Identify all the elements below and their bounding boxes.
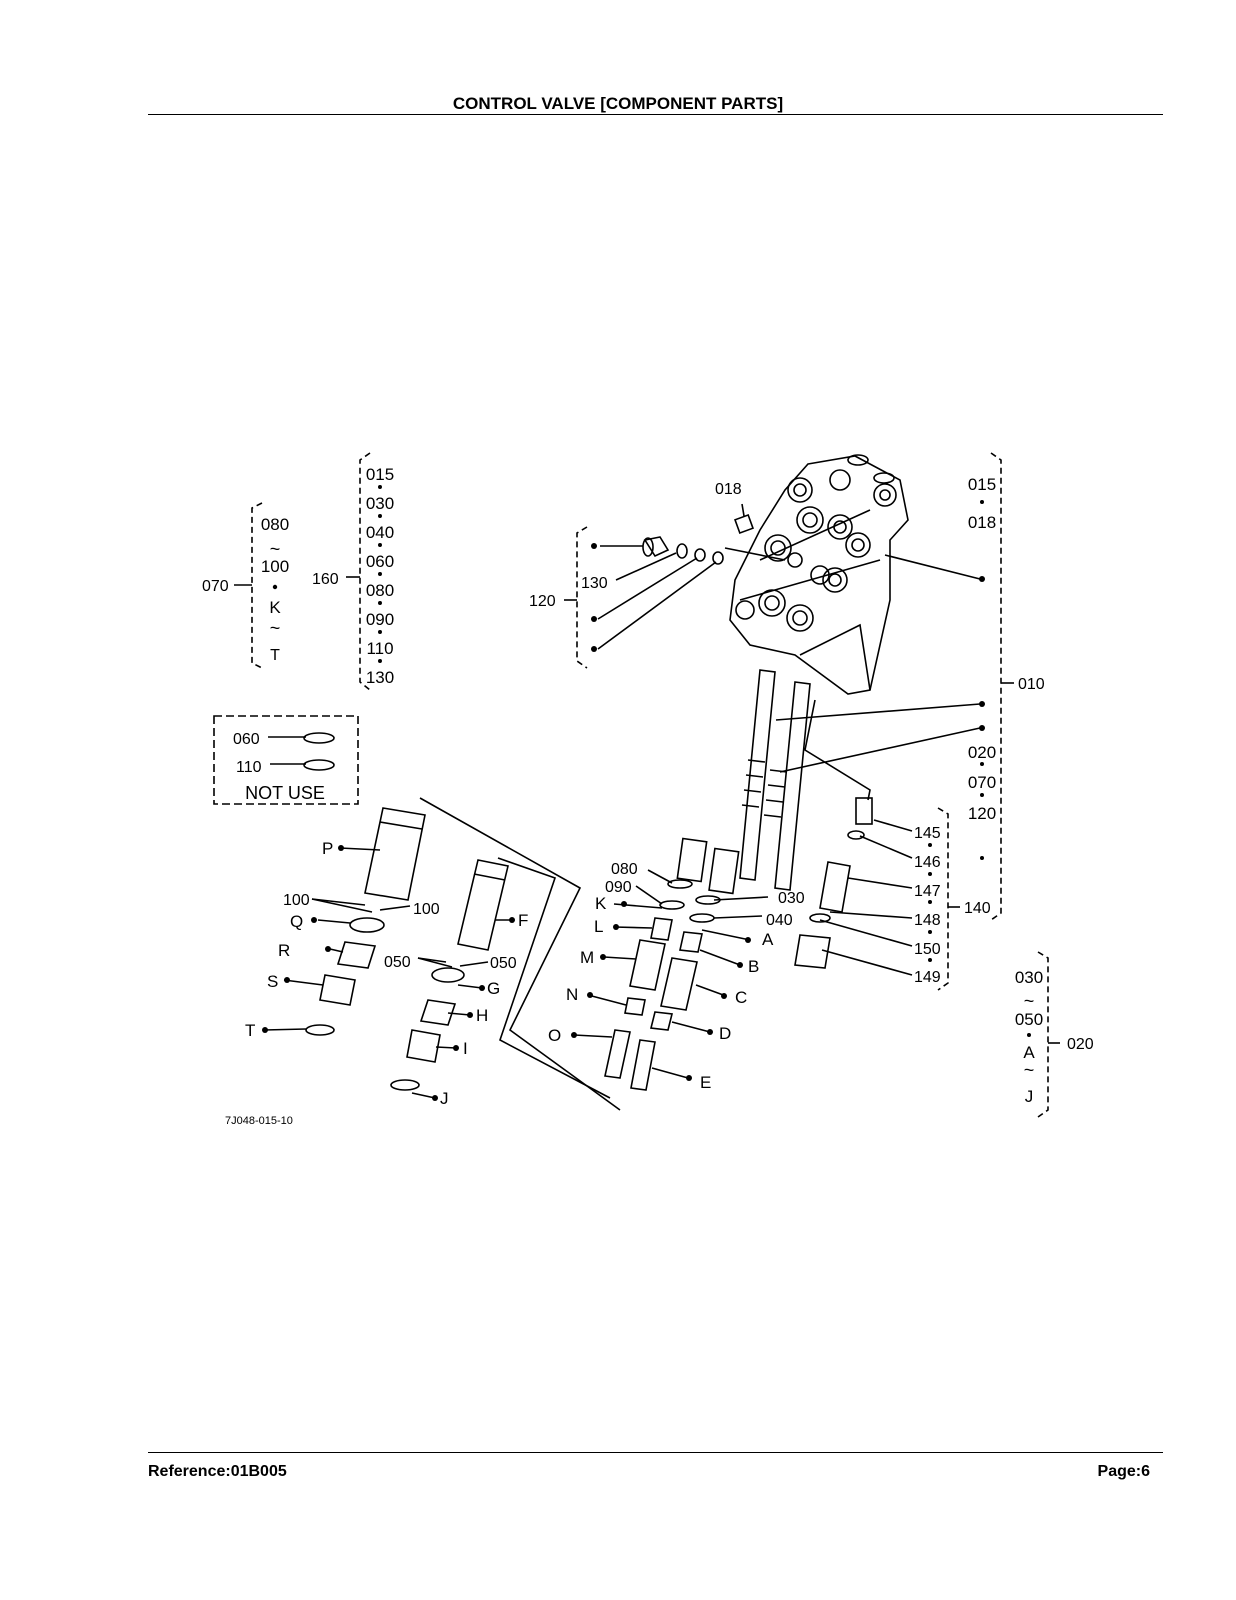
part-label: 030	[366, 494, 394, 513]
part-label: 147	[914, 883, 941, 900]
part-label: R	[278, 941, 290, 960]
footer-rule	[148, 1452, 1163, 1453]
group-label: 120	[529, 593, 556, 610]
not-use-box	[213, 715, 359, 805]
part-label: 110	[366, 639, 393, 658]
part-label: T	[270, 647, 280, 664]
part-label: Q	[290, 912, 303, 931]
part-label: G	[487, 979, 500, 998]
part-label: K	[595, 894, 607, 913]
part-label: 130	[366, 668, 394, 687]
relief-assembly-middle	[390, 857, 611, 1099]
part-label: S	[267, 972, 278, 991]
relief-valve-140	[794, 797, 913, 976]
part-label: 080	[261, 515, 289, 534]
part-label: A	[1023, 1043, 1035, 1062]
group-label: 010	[1018, 676, 1045, 693]
range-mark: ~	[270, 539, 281, 559]
part-label: C	[735, 988, 747, 1007]
o-ring-icon	[303, 759, 335, 771]
part-label: 110	[236, 759, 262, 776]
part-label: 015	[968, 475, 996, 494]
group-label: 140	[964, 900, 991, 917]
spool-right	[708, 681, 811, 895]
part-label: 100	[413, 901, 440, 918]
part-label: N	[566, 985, 578, 1004]
part-label: K	[269, 598, 281, 617]
part-label: 146	[914, 854, 941, 871]
spool-end-assembly-left	[573, 869, 693, 1079]
part-label: 148	[914, 912, 941, 929]
part-label: E	[700, 1073, 711, 1092]
not-use-note: NOT USE	[245, 783, 325, 803]
part-label: L	[594, 917, 603, 936]
drawing-number: 7J048-015-10	[225, 1115, 293, 1127]
part-label: 090	[605, 879, 632, 896]
part-label: 050	[490, 955, 517, 972]
part-label: T	[245, 1021, 255, 1040]
range-mark: ~	[1024, 1060, 1035, 1080]
part-label: D	[719, 1024, 731, 1043]
valve-body	[729, 454, 909, 695]
part-label: 100	[283, 892, 310, 909]
part-label: 080	[366, 581, 394, 600]
part-label: 120	[968, 804, 996, 823]
group-bracket-120	[564, 526, 588, 669]
part-label: 060	[366, 552, 394, 571]
part-label: 149	[914, 969, 941, 986]
group-bracket-020	[1037, 951, 1060, 1118]
part-label: M	[580, 948, 594, 967]
part-label: 080	[611, 861, 638, 878]
part-label: 018	[968, 513, 996, 532]
page-title: CONTROL VALVE [COMPONENT PARTS]	[452, 94, 784, 113]
part-label: 040	[366, 523, 394, 542]
part-label: J	[1025, 1087, 1034, 1106]
reference-dots	[262, 485, 1031, 1101]
part-label: 090	[366, 610, 394, 629]
group-bracket-140	[937, 807, 960, 991]
part-label: P	[322, 839, 333, 858]
spool-left	[676, 669, 776, 883]
part-label: O	[548, 1026, 561, 1045]
part-label: 060	[233, 731, 260, 748]
page-number: Page:6	[1097, 1463, 1150, 1480]
part-label: 020	[968, 743, 996, 762]
part-label: B	[748, 957, 759, 976]
part-label: 018	[715, 481, 742, 498]
group-label: 070	[202, 578, 229, 595]
group-bracket-010	[990, 452, 1014, 921]
part-label: 050	[384, 954, 411, 971]
part-label: 070	[968, 773, 996, 792]
relief-assembly-left	[263, 797, 621, 1111]
part-label: 050	[1015, 1010, 1043, 1029]
part-label: H	[476, 1006, 488, 1025]
group-bracket-070	[234, 502, 263, 669]
part-label: 100	[261, 557, 289, 576]
group-label: 160	[312, 571, 339, 588]
part-label: 145	[914, 825, 941, 842]
part-label: 040	[766, 912, 793, 929]
group-bracket-160	[346, 452, 371, 691]
group-label: 020	[1067, 1036, 1094, 1053]
range-mark: ~	[1024, 991, 1035, 1011]
part-label: A	[762, 930, 774, 949]
part-label: 130	[581, 575, 608, 592]
o-ring-icon	[303, 732, 335, 744]
part-label: 030	[778, 890, 805, 907]
reference-code: Reference:01B005	[148, 1463, 287, 1480]
plug-018	[734, 503, 754, 534]
part-label: F	[518, 911, 528, 930]
header-rule	[148, 114, 1163, 115]
part-label: 150	[914, 941, 941, 958]
part-label: 015	[366, 465, 394, 484]
part-label: J	[440, 1089, 449, 1108]
part-label: I	[463, 1039, 468, 1058]
plug-assembly-130	[597, 536, 786, 650]
spool-end-assembly-right	[630, 895, 769, 1091]
range-mark: ~	[270, 618, 281, 638]
part-label: 030	[1015, 968, 1043, 987]
